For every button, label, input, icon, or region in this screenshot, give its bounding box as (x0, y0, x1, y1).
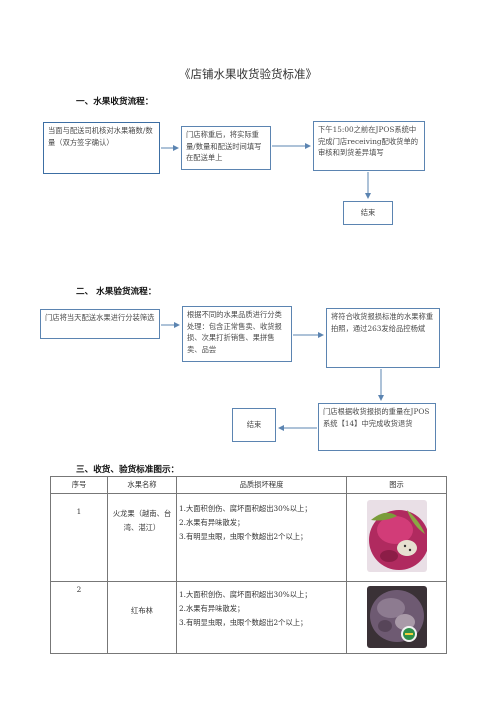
row1-image-cell (346, 493, 447, 582)
flow2-step1: 门店将当天配送水果进行分装筛选 (40, 309, 160, 339)
criteria-item: 2.水果有异味散发； (179, 518, 245, 527)
dragon-fruit-photo (366, 500, 427, 572)
flow1-end: 结束 (343, 201, 393, 225)
red-plum-photo (366, 586, 427, 648)
row2-image-cell (346, 581, 447, 654)
table-header-row: 序号 水果名称 品质损坏程度 图示 (50, 476, 447, 494)
criteria-item: 1.大面积创伤、腐坏面积超出30%以上； (179, 504, 312, 513)
standards-table: 序号 水果名称 品质损坏程度 图示 1 火龙果（越南、台湾、湛江） 1.大面积创… (50, 476, 447, 654)
page-title: 《店铺水果收货验货标准》 (179, 67, 317, 81)
row2-criteria: 1.大面积创伤、腐坏面积超出30%以上； 2.水果有异味散发； 3.有明显虫眼，… (176, 581, 347, 654)
row2-name: 红布林 (107, 581, 177, 654)
flow1-step3: 下午15:00之前在JPOS系统中完成门店receiving配收货单的审核和到货… (313, 121, 425, 171)
flow2-end: 结束 (232, 408, 276, 442)
flow2-step2: 根据不同的水果品质进行分类处理：包含正常售卖、收货报损、次果打折销售、果拼售卖、… (182, 306, 292, 362)
col-header-quality: 品质损坏程度 (176, 476, 347, 494)
col-header-image: 图示 (346, 476, 447, 494)
row2-no: 2 (50, 581, 108, 654)
table-row: 2 红布林 1.大面积创伤、腐坏面积超出30%以上； 2.水果有异味散发； 3.… (50, 581, 447, 654)
criteria-item: 3.有明显虫眼，虫眼个数超出2个以上； (179, 618, 308, 627)
criteria-item: 2.水果有异味散发； (179, 604, 245, 613)
col-header-name: 水果名称 (107, 476, 177, 494)
flow2-step3: 将符合收货报损标准的水果称重拍照，通过263发给品控杨斌 (326, 308, 440, 368)
criteria-item: 3.有明显虫眼，虫眼个数超出2个以上； (179, 532, 308, 541)
flow1-step1: 当面与配送司机核对水果箱数/数量（双方签字确认） (43, 122, 160, 174)
row1-no: 1 (50, 493, 108, 582)
flow1-step2: 门店称重后，将实际重量/数量和配送时间填写在配送单上 (181, 126, 271, 170)
criteria-item: 1.大面积创伤、腐坏面积超出30%以上； (179, 590, 312, 599)
row1-criteria: 1.大面积创伤、腐坏面积超出30%以上； 2.水果有异味散发； 3.有明显虫眼，… (176, 493, 347, 582)
section2-heading: 二、 水果验货流程： (76, 287, 157, 297)
table-row: 1 火龙果（越南、台湾、湛江） 1.大面积创伤、腐坏面积超出30%以上； 2.水… (50, 493, 447, 582)
section3-heading: 三、收货、验货标准图示： (76, 465, 180, 475)
section1-heading: 一、水果收货流程： (76, 97, 154, 107)
row1-name: 火龙果（越南、台湾、湛江） (107, 493, 177, 582)
col-header-no: 序号 (50, 476, 108, 494)
flow2-step4: 门店根据收货报损的重量在JPOS系统【14】中完成收货退货 (318, 403, 436, 451)
